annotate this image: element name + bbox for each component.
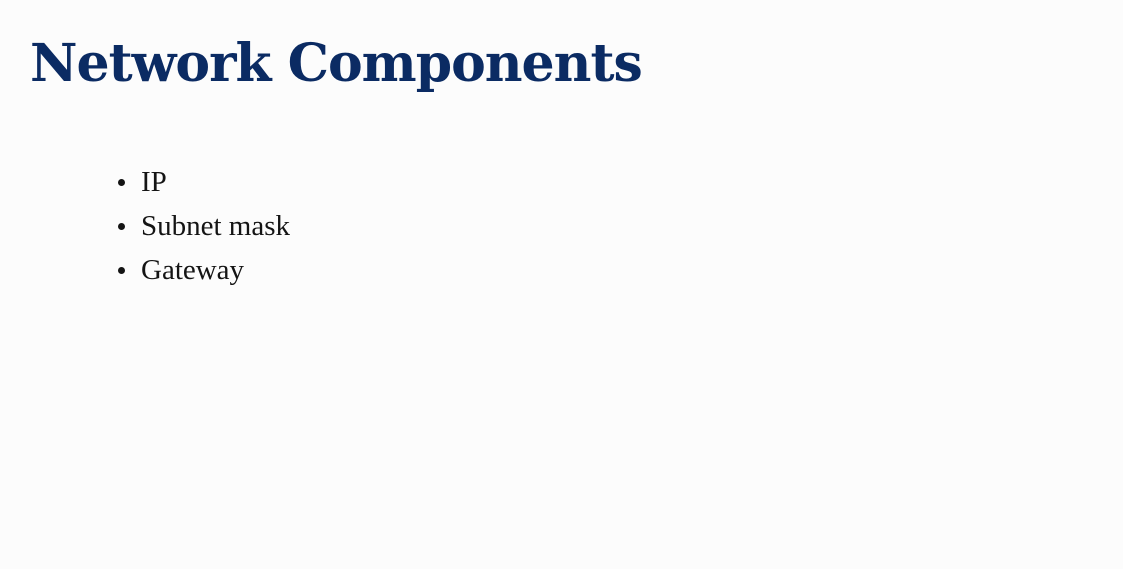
slide-title: Network Components [30,33,643,94]
bullet-text: Gateway [141,253,245,286]
bullet-text: Subnet mask [141,209,291,242]
bullet-item-gateway: Gateway [116,248,290,292]
bullet-dot-icon [118,266,125,274]
bullet-item-subnet-mask: Subnet mask [116,204,290,248]
bullet-item-ip: IP [116,160,290,204]
bullet-dot-icon [118,178,125,186]
bullet-dot-icon [118,222,125,230]
bullet-list: IP Subnet mask Gateway [116,160,290,292]
bullet-text: IP [141,165,167,198]
